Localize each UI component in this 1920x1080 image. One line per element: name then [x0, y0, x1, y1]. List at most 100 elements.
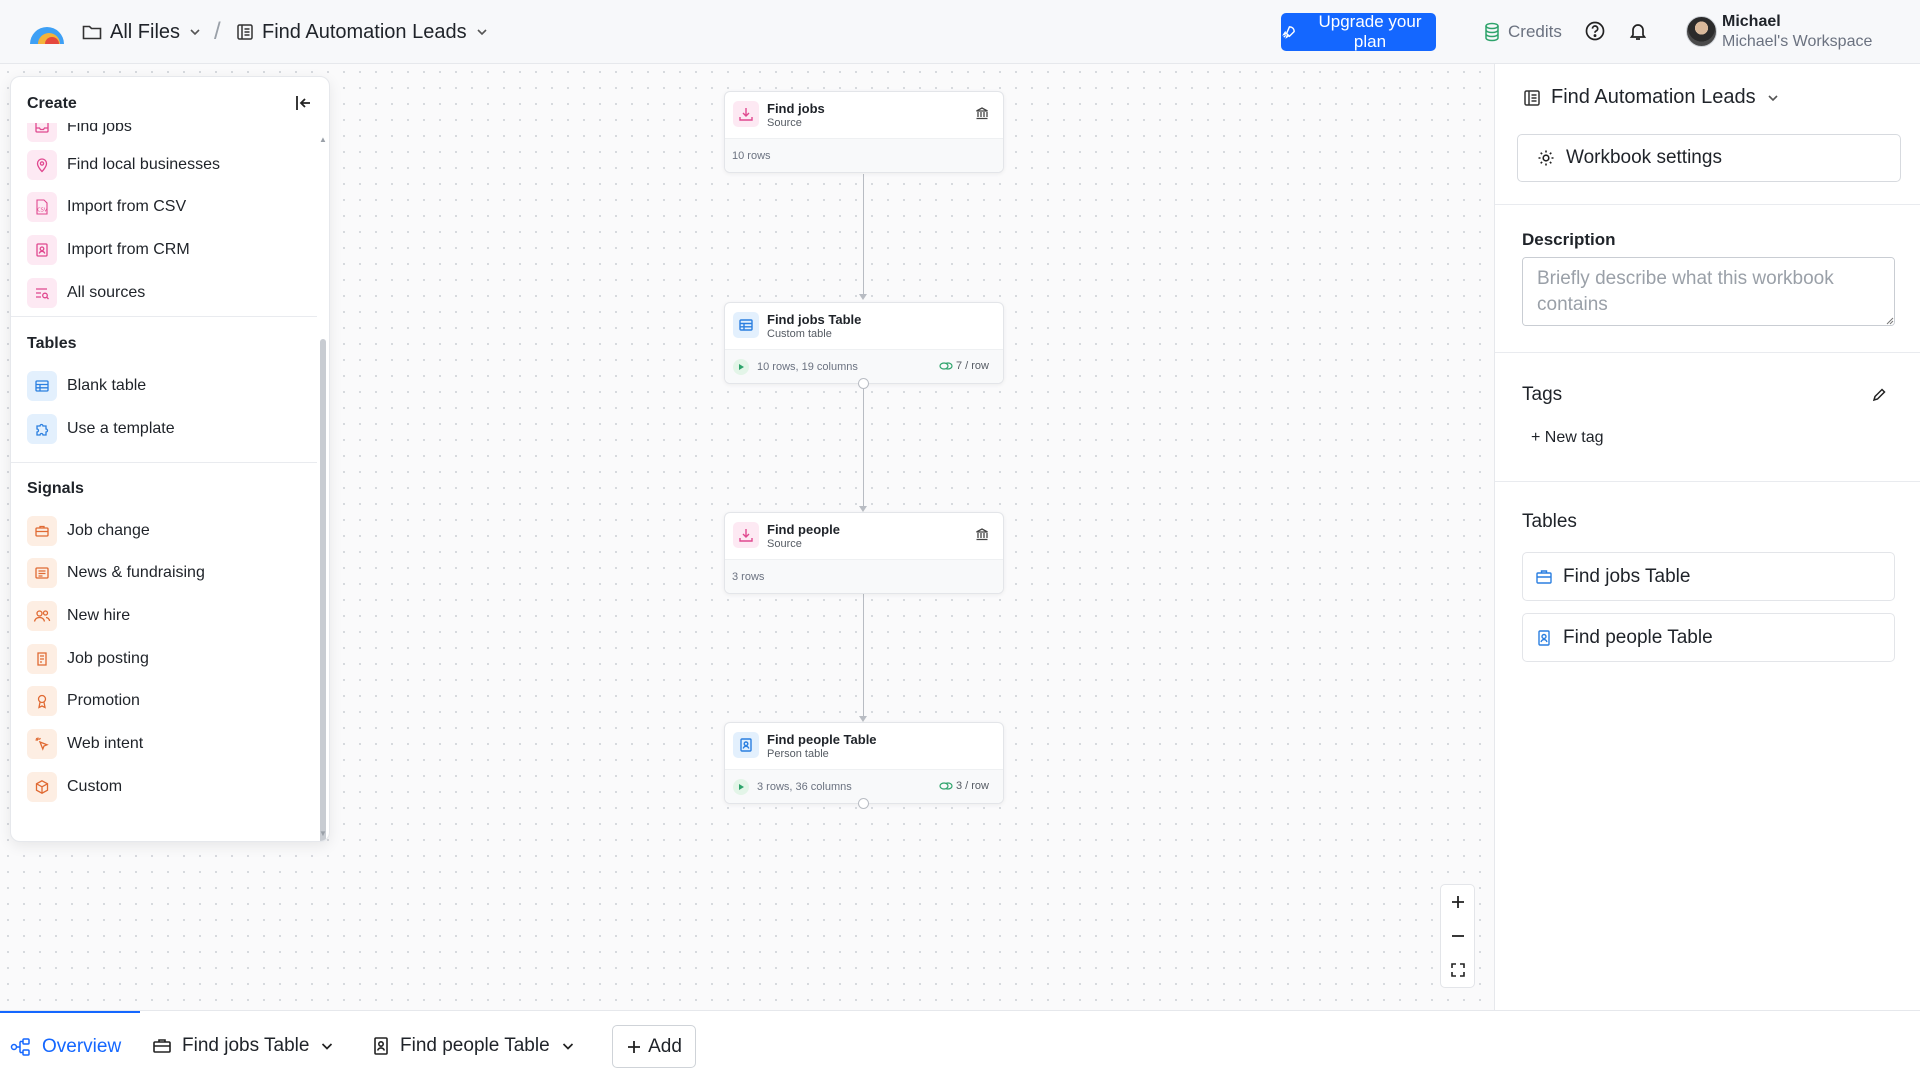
cursor-click-icon [27, 729, 57, 759]
tab-find-people-table[interactable]: Find people Table [372, 1011, 576, 1080]
node-title: Find people Table [767, 732, 877, 747]
node-subtitle: Custom table [767, 328, 832, 340]
chevron-down-icon[interactable] [319, 1038, 335, 1054]
plus-icon [626, 1039, 642, 1055]
table-link-find-jobs[interactable]: Find jobs Table [1522, 552, 1895, 601]
chevron-down-icon [1766, 91, 1780, 105]
credits-button[interactable]: Credits [1484, 0, 1562, 64]
download-icon [733, 522, 759, 548]
scroll-down-arrow-icon[interactable]: ▼ [319, 829, 327, 838]
breadcrumb-all-files[interactable]: All Files [82, 0, 202, 64]
workbook-title-dropdown[interactable]: Find Automation Leads [1523, 86, 1780, 109]
bottom-tab-bar: Overview Find jobs Table Find people Tab… [0, 1010, 1920, 1080]
flow-node-find-jobs-table[interactable]: Find jobs Table Custom table 10 rows, 19… [724, 302, 1004, 384]
node-meta: 3 rows, 36 columns [757, 781, 852, 793]
panel-divider [1495, 481, 1920, 482]
table-icon [27, 371, 57, 401]
node-meta: 10 rows [732, 150, 771, 162]
svg-text:CSV: CSV [37, 208, 48, 214]
create-panel: Create Find jobs Find local businesses C… [10, 76, 330, 842]
download-icon [733, 101, 759, 127]
flow-node-find-people[interactable]: Find people Source 3 rows [724, 512, 1004, 594]
create-item-all-sources[interactable]: All sources [27, 277, 145, 309]
create-item-promotion[interactable]: Promotion [27, 685, 140, 717]
create-item-import-csv[interactable]: CSV Import from CSV [27, 191, 186, 223]
award-icon [27, 686, 57, 716]
connector-handle[interactable] [858, 378, 869, 389]
bank-icon[interactable] [975, 106, 989, 120]
chevron-down-icon [475, 25, 489, 39]
create-item-find-local-businesses[interactable]: Find local businesses [27, 149, 220, 181]
top-bar: All Files / Find Automation Leads Upgrad… [0, 0, 1920, 64]
coins-icon [1484, 22, 1500, 42]
briefcase-icon [27, 516, 57, 546]
app-logo-icon[interactable] [28, 16, 66, 46]
create-item-import-crm[interactable]: Import from CRM [27, 234, 190, 266]
help-icon[interactable] [1584, 20, 1606, 42]
create-item-new-hire[interactable]: New hire [27, 600, 130, 632]
inbox-icon [27, 123, 57, 142]
rocket-icon [1281, 25, 1296, 40]
chevron-down-icon[interactable] [560, 1038, 576, 1054]
create-item-news-fundraising[interactable]: News & fundraising [27, 557, 205, 589]
minus-icon [1451, 935, 1464, 937]
workbook-settings-button[interactable]: Workbook settings [1517, 134, 1901, 182]
tab-find-jobs-table[interactable]: Find jobs Table [152, 1011, 335, 1080]
create-item-find-jobs[interactable]: Find jobs [27, 123, 132, 143]
pencil-icon[interactable] [1871, 387, 1887, 403]
node-title: Find people [767, 522, 840, 537]
resize-handle-icon[interactable] [1886, 317, 1894, 325]
play-icon[interactable] [733, 779, 749, 795]
coins-icon [939, 781, 953, 791]
flow-diagram-icon [10, 1037, 32, 1057]
create-panel-list[interactable]: Find jobs Find local businesses CSV Impo… [11, 123, 317, 841]
avatar[interactable] [1686, 16, 1717, 47]
connector-line [863, 384, 864, 508]
table-link-find-people[interactable]: Find people Table [1522, 613, 1895, 662]
create-item-label: Web intent [67, 735, 144, 752]
create-item-job-change[interactable]: Job change [27, 515, 150, 547]
create-item-web-intent[interactable]: Web intent [27, 728, 143, 760]
fit-view-button[interactable] [1441, 953, 1474, 987]
create-item-blank-table[interactable]: Blank table [27, 370, 146, 402]
briefcase-icon [152, 1037, 172, 1055]
create-item-custom[interactable]: Custom [27, 771, 122, 803]
new-tag-button[interactable]: + New tag [1531, 429, 1604, 446]
breadcrumb-workbook[interactable]: Find Automation Leads [236, 0, 489, 64]
contact-card-icon [372, 1036, 390, 1056]
node-cost-value: 3 / row [955, 780, 989, 792]
bank-icon[interactable] [975, 527, 989, 541]
panel-divider [1495, 204, 1920, 205]
user-workspace: Michael's Workspace [1722, 33, 1873, 50]
connector-line [863, 594, 864, 718]
tab-overview[interactable]: Overview [0, 1011, 140, 1080]
tab-label: Find people Table [400, 1035, 550, 1056]
collapse-panel-icon[interactable] [294, 93, 314, 113]
tab-overview-label: Overview [42, 1036, 122, 1057]
zoom-out-button[interactable] [1441, 919, 1474, 953]
flow-node-find-people-table[interactable]: Find people Table Person table 3 rows, 3… [724, 722, 1004, 804]
add-tab-button[interactable]: Add [612, 1025, 696, 1068]
flow-node-find-jobs[interactable]: Find jobs Source 10 rows [724, 91, 1004, 173]
upgrade-plan-button[interactable]: Upgrade your plan [1281, 12, 1436, 51]
node-cost: 3 / row [939, 780, 989, 792]
node-subtitle: Person table [767, 748, 829, 760]
create-item-label: New hire [67, 607, 131, 624]
play-icon[interactable] [733, 359, 749, 375]
node-cost: 7 / row [939, 360, 989, 372]
node-meta: 3 rows [732, 571, 765, 583]
workbook-title: Find Automation Leads [1551, 86, 1756, 108]
scroll-up-arrow-icon[interactable]: ▲ [319, 135, 327, 144]
create-item-label: Use a template [67, 420, 175, 437]
zoom-in-button[interactable] [1441, 885, 1474, 919]
create-item-label: Import from CRM [67, 241, 190, 258]
panel-scrollbar[interactable] [320, 339, 326, 841]
user-menu[interactable]: Michael Michael's Workspace [1722, 12, 1872, 52]
connector-handle[interactable] [858, 798, 869, 809]
description-input[interactable] [1522, 257, 1895, 326]
create-item-use-template[interactable]: Use a template [27, 413, 175, 445]
create-item-label: Find local businesses [67, 156, 220, 173]
bell-icon[interactable] [1627, 20, 1649, 42]
create-item-job-posting[interactable]: Job posting [27, 643, 149, 675]
workbook-settings-label: Workbook settings [1566, 147, 1722, 168]
